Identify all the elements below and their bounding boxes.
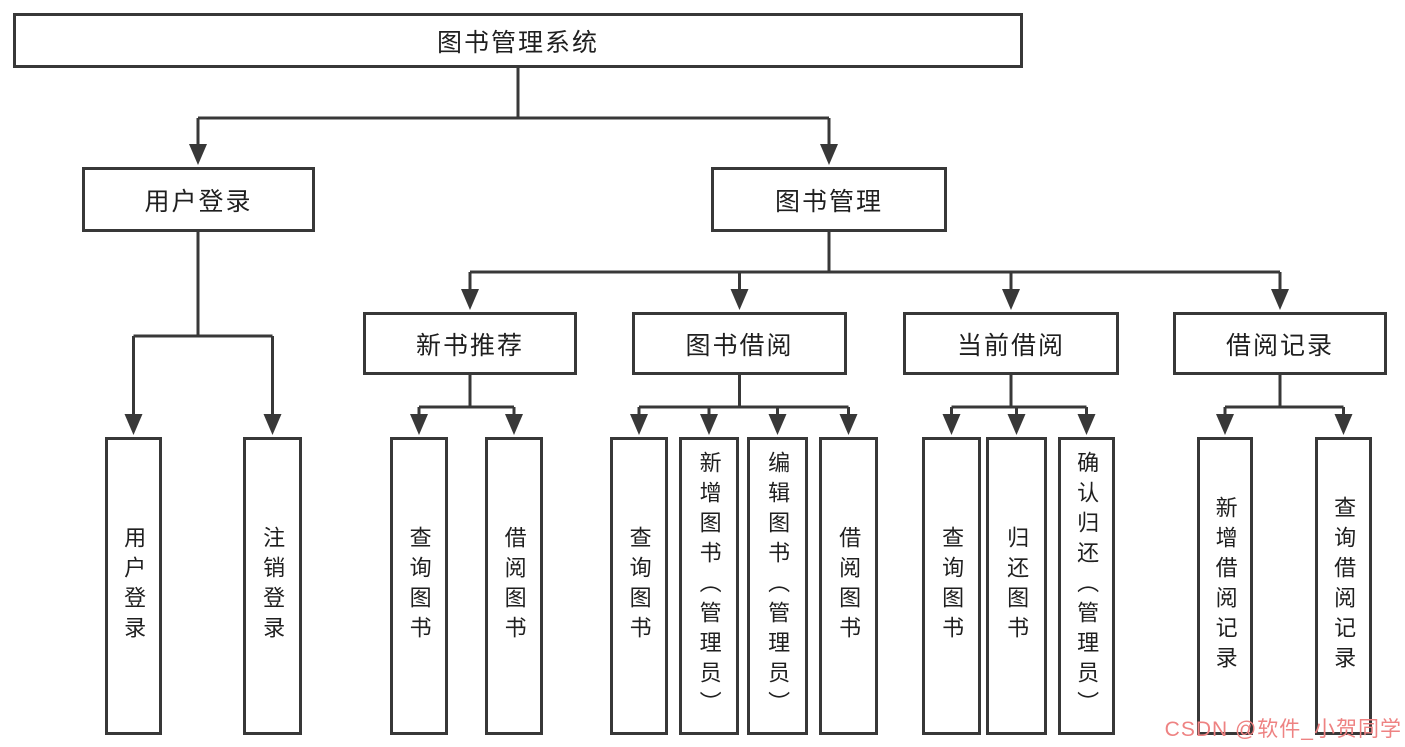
leaf-label: 查询图书: [939, 526, 965, 646]
leaf-label: 新增图书（管理员）: [696, 451, 722, 721]
leaf-label: 确认归还（管理员）: [1074, 451, 1100, 721]
leaf-confirm-return-admin: 确认归还（管理员）: [1058, 437, 1115, 735]
node-current-borrowing: 当前借阅: [903, 312, 1119, 375]
node-book-management: 图书管理: [711, 167, 947, 232]
node-root: 图书管理系统: [13, 13, 1023, 68]
connector-new-book-recommend-children: [410, 375, 523, 435]
node-borrowing-records: 借阅记录: [1173, 312, 1387, 375]
connector-user-login-children: [124, 232, 282, 435]
leaf-label: 查询借阅记录: [1331, 496, 1357, 676]
connector-root-to-level2: [189, 68, 838, 165]
leaf-label: 借阅图书: [836, 526, 862, 646]
leaf-add-borrow-record: 新增借阅记录: [1197, 437, 1253, 735]
leaf-logout: 注销登录: [243, 437, 302, 735]
leaf-borrow-books-borrowing: 借阅图书: [819, 437, 878, 735]
leaf-return-books: 归还图书: [986, 437, 1047, 735]
leaf-query-borrow-record: 查询借阅记录: [1315, 437, 1372, 735]
leaf-query-books-recommend: 查询图书: [390, 437, 448, 735]
leaf-label: 编辑图书（管理员）: [765, 451, 791, 721]
leaf-label: 查询图书: [626, 526, 652, 646]
connector-book-borrowing-children: [630, 375, 858, 435]
leaf-label: 查询图书: [406, 526, 432, 646]
leaf-borrow-books-recommend: 借阅图书: [485, 437, 543, 735]
node-user-login: 用户登录: [82, 167, 315, 232]
leaf-label: 归还图书: [1004, 526, 1030, 646]
leaf-edit-book-admin: 编辑图书（管理员）: [747, 437, 808, 735]
leaf-user-login: 用户登录: [105, 437, 162, 735]
leaf-add-book-admin: 新增图书（管理员）: [679, 437, 739, 735]
leaf-label: 用户登录: [121, 526, 147, 646]
node-new-book-recommend: 新书推荐: [363, 312, 577, 375]
leaf-label: 借阅图书: [501, 526, 527, 646]
connector-current-borrowing-children: [942, 375, 1096, 435]
connector-book-management-children: [461, 232, 1289, 310]
leaf-label: 新增借阅记录: [1212, 496, 1238, 676]
connector-borrowing-records-children: [1216, 375, 1353, 435]
node-book-borrowing: 图书借阅: [632, 312, 847, 375]
csdn-watermark: CSDN @软件_小贺同学: [1164, 718, 1402, 741]
leaf-query-books-current: 查询图书: [922, 437, 981, 735]
leaf-label: 注销登录: [260, 526, 286, 646]
leaf-query-books-borrowing: 查询图书: [610, 437, 668, 735]
